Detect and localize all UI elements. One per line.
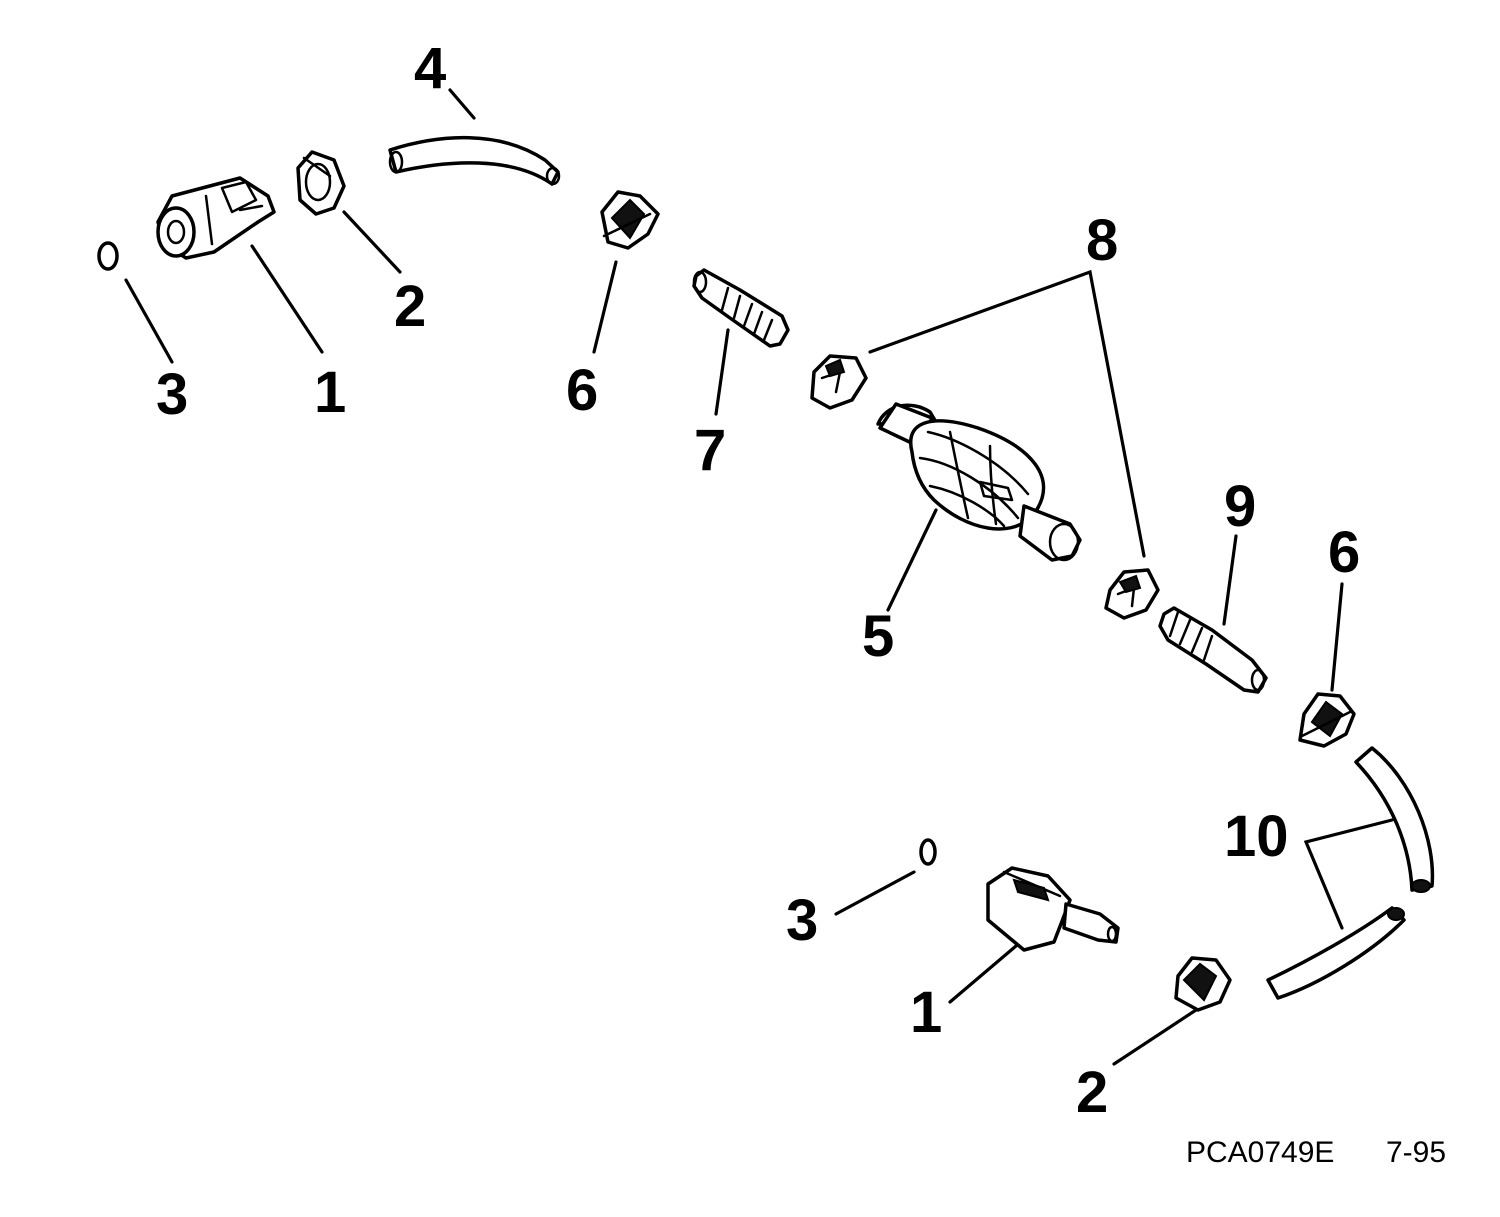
hose-clamp-top xyxy=(296,150,346,216)
clamp-upper xyxy=(810,354,868,410)
leader-3-bottom xyxy=(834,870,916,916)
callout-8: 8 xyxy=(1086,208,1118,273)
callout-7: 7 xyxy=(694,418,726,483)
callout-1-bottom: 1 xyxy=(910,980,942,1045)
figure-code: PCA0749E xyxy=(1186,1136,1334,1169)
leader-7 xyxy=(714,328,730,416)
leader-8 xyxy=(868,269,1146,558)
callout-5: 5 xyxy=(862,604,894,669)
callout-6-bottom: 6 xyxy=(1328,520,1360,585)
hose-fitting-lower xyxy=(1158,606,1268,694)
fuel-hose-lower xyxy=(1266,906,1406,1000)
hose-clamp-bottom xyxy=(1174,956,1232,1012)
leader-9 xyxy=(1222,534,1238,626)
hose-clamp-middle xyxy=(600,190,660,250)
primer-bulb xyxy=(876,402,1082,562)
leader-10 xyxy=(1303,818,1394,930)
leader-2-top xyxy=(342,210,402,274)
leader-2-bottom xyxy=(1112,1008,1198,1066)
hose-clamp-lower xyxy=(1298,692,1356,748)
callout-3-top: 3 xyxy=(156,362,188,427)
leader-5 xyxy=(886,508,938,612)
fuel-connector-top xyxy=(156,176,276,260)
o-ring-top xyxy=(97,241,119,271)
leader-6-bottom xyxy=(1330,582,1344,692)
callout-4: 4 xyxy=(414,36,446,101)
figure-date: 7-95 xyxy=(1386,1136,1446,1169)
callout-2-top: 2 xyxy=(394,274,426,339)
clamp-lower xyxy=(1104,568,1160,620)
o-ring-bottom xyxy=(919,838,937,866)
callout-10: 10 xyxy=(1224,804,1289,869)
leader-6-top xyxy=(592,260,618,354)
leader-1-top xyxy=(250,244,324,354)
fuel-connector-bottom xyxy=(986,866,1120,952)
leader-1-bottom xyxy=(948,944,1018,1004)
hose-fitting-top xyxy=(692,268,790,348)
fuel-hose-upper xyxy=(1354,746,1435,893)
callout-3-bottom: 3 xyxy=(786,888,818,953)
callout-9: 9 xyxy=(1224,474,1256,539)
callout-2-bottom: 2 xyxy=(1076,1060,1108,1125)
leader-4 xyxy=(448,88,476,120)
callout-6-top: 6 xyxy=(566,358,598,423)
callout-1-top: 1 xyxy=(314,360,346,425)
leader-3-top xyxy=(124,278,174,364)
fuel-hose-top xyxy=(388,135,561,186)
